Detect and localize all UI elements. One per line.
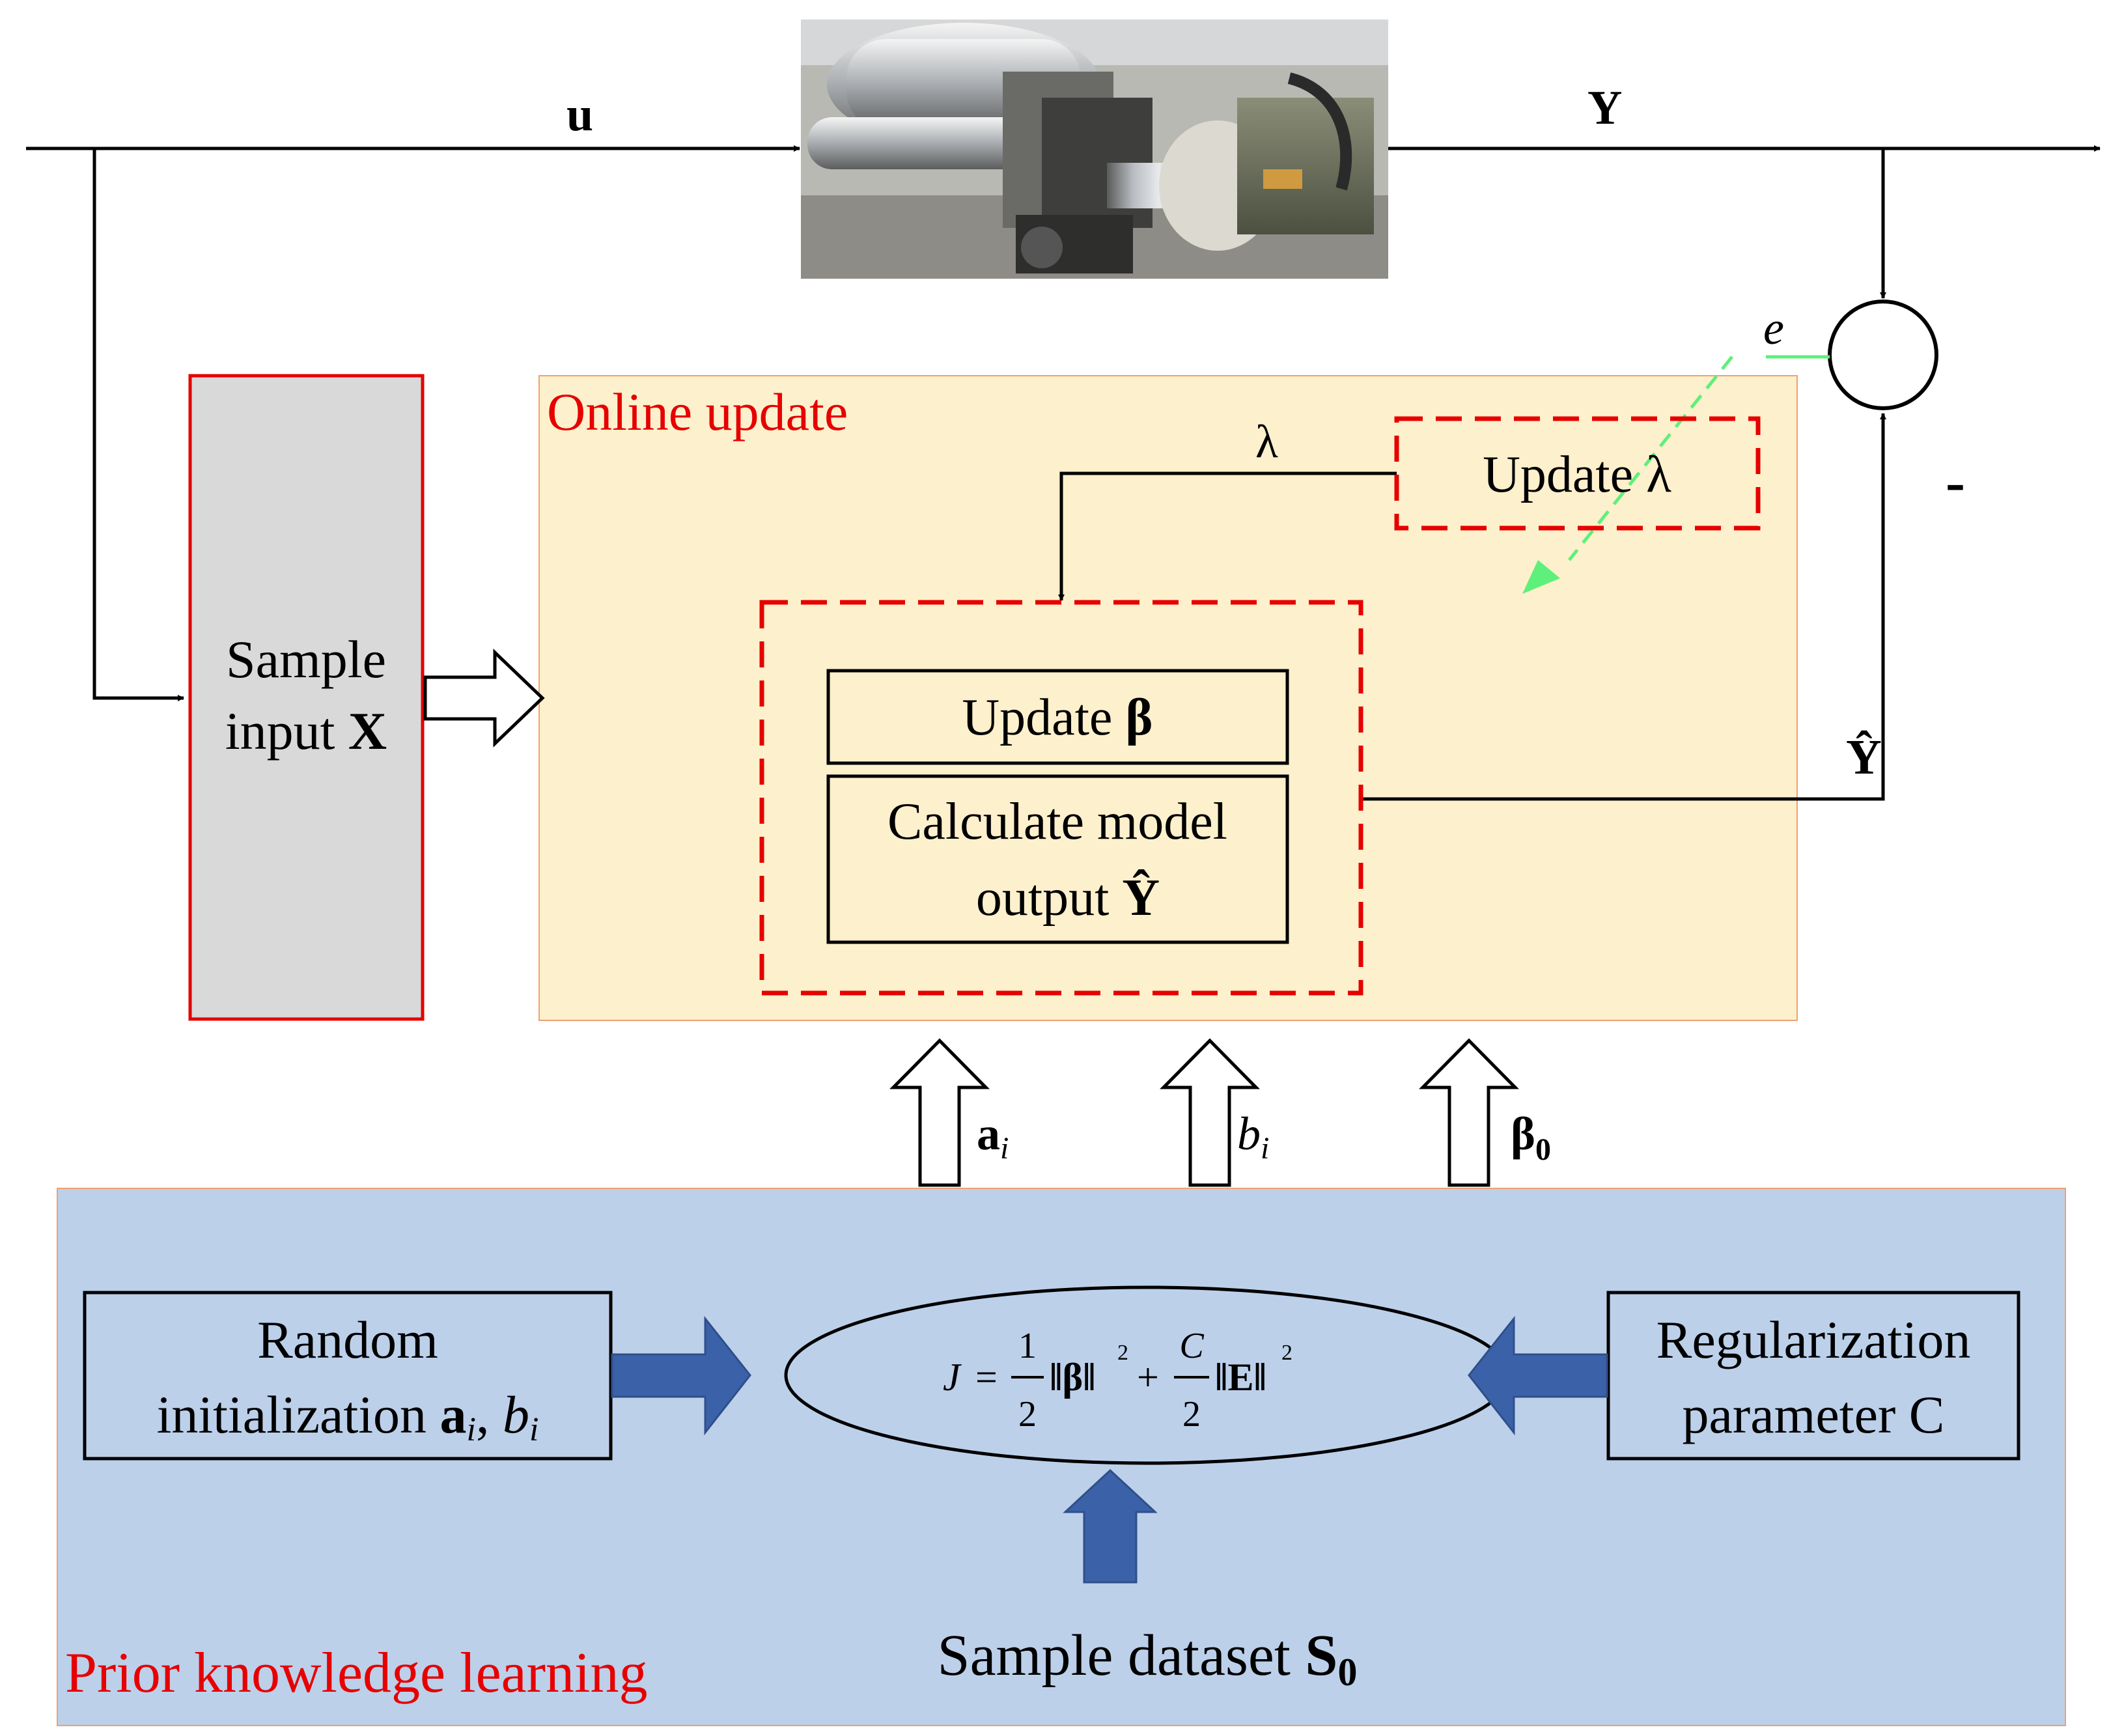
yhat-feedback-line [1360,413,1886,801]
random-to-objective-arrow [611,1315,751,1436]
y-label: Y [1587,81,1622,135]
svg-text:1: 1 [1018,1326,1037,1366]
signal-lines [26,145,2101,801]
u-label: u [566,88,593,141]
regularization-box [1606,1291,2020,1461]
svg-text:2: 2 [1182,1394,1201,1435]
bi-arrow [1160,1038,1260,1187]
regularization-line2: parameter C [1683,1385,1945,1444]
beta0-label: β0 [1511,1108,1551,1167]
summing-junction [1828,300,1938,410]
minus-sign: - [1946,450,1965,514]
random-init-line1: Random [257,1310,438,1369]
error-to-update-arrow [1522,356,1733,594]
update-lambda-box [1394,416,1761,531]
update-lambda-label: Update λ [1483,446,1671,503]
lambda-label: λ [1255,415,1278,468]
ai-arrow [889,1038,990,1187]
svg-text:=: = [975,1356,998,1399]
svg-text:2: 2 [1117,1341,1128,1365]
svg-text:+: + [1137,1356,1159,1399]
calc-output-line1: Calculate model [887,793,1227,850]
online-update-title: Online update [547,382,848,441]
calc-output-box [826,774,1289,944]
sample-dataset-label: Sample dataset S0 [938,1623,1358,1694]
plant-photo [801,20,1388,279]
error-label: e [1763,302,1784,354]
beta0-arrow [1419,1038,1519,1187]
u-to-sample-line [92,148,184,701]
update-beta-box [826,669,1289,765]
svg-text:‖E‖: ‖E‖ [1215,1356,1266,1399]
dataset-to-objective-arrow [1063,1468,1158,1584]
update-beta-label: Update β [962,689,1153,746]
sample-input-line2: input X [225,701,387,761]
blue-arrows [611,1315,1608,1584]
random-init-line2: initialization ai, bi [157,1385,539,1448]
ai-label: ai [977,1108,1009,1166]
regularization-to-objective-arrow [1468,1315,1608,1436]
prior-knowledge-title: Prior knowledge learning [65,1642,647,1705]
svg-text:J: J [943,1356,962,1399]
regularization-line1: Regularization [1656,1310,1971,1369]
param-arrows [889,1038,1519,1187]
svg-text:C: C [1179,1326,1204,1366]
objective-formula: J = 1 2 ‖β‖ 2 + C 2 ‖E‖ 2 [943,1326,1293,1435]
model-update-box [759,600,1363,996]
lambda-line [1058,471,1397,601]
sample-input-line1: Sample [226,630,386,689]
svg-text:2: 2 [1281,1341,1293,1365]
random-init-box [83,1291,613,1461]
online-update-panel [538,375,1798,1021]
svg-text:‖β‖: ‖β‖ [1050,1356,1096,1399]
yhat-label: Ŷ [1846,730,1882,785]
bi-label: bi [1237,1108,1269,1166]
input-to-online-arrow [423,649,545,748]
sample-input-block [188,374,425,1021]
calc-output-line2: output Ŷ [976,869,1160,927]
svg-text:2: 2 [1018,1394,1037,1435]
